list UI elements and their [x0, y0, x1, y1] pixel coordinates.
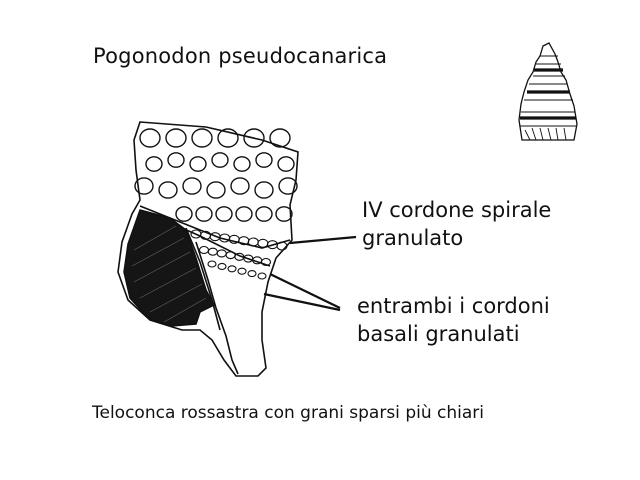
- figure-caption: Teloconca rossastra con grani sparsi più…: [92, 403, 484, 423]
- granule: [256, 153, 272, 167]
- basal-granule: [200, 247, 209, 254]
- basal-granule: [238, 268, 246, 274]
- annotation-line: IV cordone spirale: [362, 196, 551, 224]
- granule: [256, 207, 272, 221]
- granule: [231, 178, 249, 194]
- granule: [166, 129, 186, 147]
- granule: [140, 129, 160, 147]
- granule: [278, 157, 294, 171]
- basal-granule: [258, 273, 266, 279]
- granule: [234, 157, 250, 171]
- annotation-line: granulato: [362, 224, 551, 252]
- basal-granule: [217, 250, 226, 257]
- granule: [276, 207, 292, 221]
- basal-granule: [218, 263, 226, 269]
- basal-granule: [228, 266, 236, 272]
- basal-granule: [248, 271, 256, 277]
- granule: [270, 129, 290, 147]
- granule: [255, 182, 273, 198]
- basal-granule: [248, 238, 258, 246]
- basal-granule: [208, 261, 216, 267]
- leader-line-spiral-cord: [290, 237, 356, 243]
- basal-granule: [208, 248, 217, 255]
- annotation-line: basali granulati: [357, 320, 550, 348]
- granule: [216, 207, 232, 221]
- annotation-spiral-cord: IV cordone spirale granulato: [362, 196, 551, 252]
- granule: [207, 182, 225, 198]
- granule: [236, 207, 252, 221]
- basal-granule: [258, 239, 268, 247]
- granule: [159, 182, 177, 198]
- shell-thumbnail: [519, 43, 577, 140]
- granule: [212, 153, 228, 167]
- granule: [176, 207, 192, 221]
- granule: [190, 157, 206, 171]
- granule: [146, 157, 162, 171]
- granule: [183, 178, 201, 194]
- basal-granule: [277, 242, 287, 250]
- granule: [196, 207, 212, 221]
- granule: [168, 153, 184, 167]
- annotation-line: entrambi i cordoni: [357, 292, 550, 320]
- annotation-basal-cords: entrambi i cordoni basali granulati: [357, 292, 550, 348]
- granule: [192, 129, 212, 147]
- basal-granule: [226, 252, 235, 259]
